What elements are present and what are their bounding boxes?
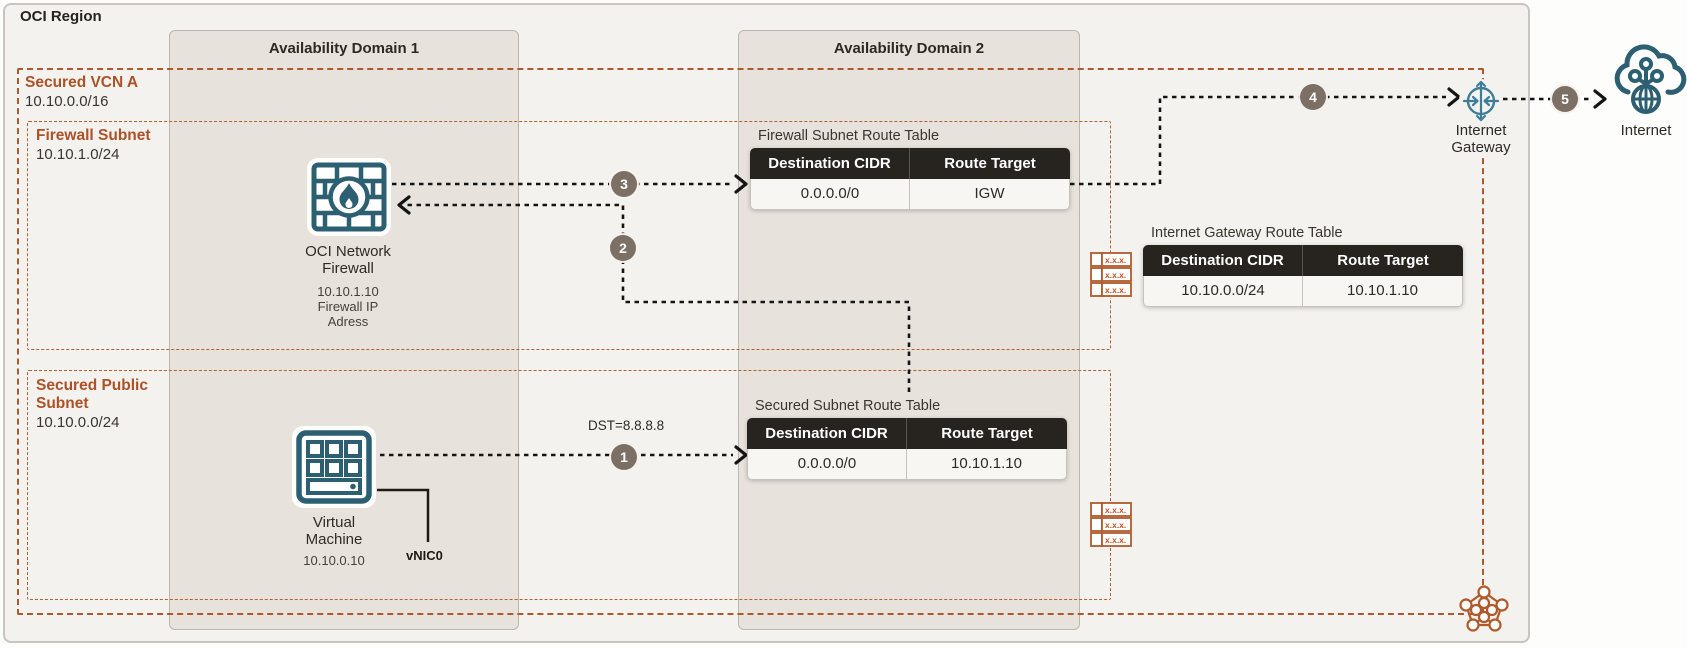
route-table-icon: x.x.x. x.x.x. x.x.x.	[1090, 502, 1132, 548]
route-rule-text: x.x.x.	[1105, 535, 1126, 545]
arrowhead-5	[1593, 89, 1607, 109]
firewall-ip-value: 10.10.1.10	[317, 284, 379, 299]
firewall-subnet-route-table: Firewall Subnet Route Table Destination …	[750, 128, 1070, 210]
route-rule-text: x.x.x.	[1105, 285, 1126, 295]
secured-vcn-label: Secured VCN A 10.10.0.0/16	[25, 74, 165, 111]
secured-vcn-cidr: 10.10.0.0/16	[25, 93, 109, 110]
route-rule-text: x.x.x.	[1105, 505, 1126, 515]
vnic0-label: vNIC0	[406, 548, 443, 563]
internet-label: Internet	[1620, 122, 1672, 139]
flow-line-2	[403, 203, 911, 392]
route-rule-text: x.x.x.	[1105, 520, 1126, 530]
column-header-route-target: Route Target	[941, 425, 1033, 442]
virtual-machine-label: Virtual Machine	[305, 514, 363, 548]
cell-route-target: 10.10.1.10	[1347, 282, 1418, 299]
cell-route-target: 10.10.1.10	[951, 455, 1022, 472]
cell-destination-cidr: 10.10.0.0/24	[1144, 276, 1303, 306]
column-header-destination-cidr: Destination CIDR	[1143, 245, 1303, 276]
internet-gateway-route-table-grid: Destination CIDR Route Target 10.10.0.0/…	[1143, 245, 1463, 307]
secured-subnet-route-table-grid: Destination CIDR Route Target 0.0.0.0/0 …	[747, 418, 1067, 480]
internet-gateway-label: Internet Gateway	[1436, 122, 1526, 156]
network-firewall-icon	[310, 161, 388, 233]
column-header-route-target: Route Target	[1337, 252, 1429, 269]
internet-gateway-route-table-title: Internet Gateway Route Table	[1151, 225, 1343, 241]
arrowhead-2	[397, 195, 411, 215]
arrowhead-1	[734, 445, 748, 465]
column-header-destination-cidr: Destination CIDR	[747, 418, 907, 449]
virtual-machine-ip: 10.10.0.10	[303, 553, 365, 568]
internet-cloud-icon	[1604, 36, 1687, 120]
secured-subnet-route-table: Secured Subnet Route Table Destination C…	[747, 398, 1067, 480]
secured-public-subnet-cidr: 10.10.0.0/24	[36, 414, 120, 431]
flow-step-badge-1: 1	[611, 444, 637, 470]
firewall-subnet-route-table-title: Firewall Subnet Route Table	[758, 128, 940, 144]
firewall-subnet-boundary	[27, 121, 1111, 350]
internet-gateway-icon	[1459, 79, 1503, 123]
secured-vcn-name: Secured VCN A	[25, 74, 139, 91]
flow-line-4	[1070, 95, 1446, 186]
availability-domain-1-label: Availability Domain 1	[268, 40, 420, 57]
route-table-icon: x.x.x. x.x.x. x.x.x.	[1090, 252, 1132, 298]
network-firewall-ip: 10.10.1.10 Firewall IP Adress	[293, 284, 403, 329]
secured-public-subnet-name: Secured Public Subnet	[36, 377, 148, 412]
table-row: 0.0.0.0/0 IGW	[750, 179, 1070, 210]
flow-step-badge-4: 4	[1300, 84, 1326, 110]
availability-domain-2-label: Availability Domain 2	[833, 40, 985, 57]
secured-public-subnet-label: Secured Public Subnet 10.10.0.0/24	[36, 377, 166, 432]
secured-vcn-boundary	[17, 68, 1484, 615]
arrowhead-3	[734, 174, 748, 194]
column-header-route-target: Route Target	[944, 155, 1036, 172]
firewall-subnet-route-table-grid: Destination CIDR Route Target 0.0.0.0/0 …	[750, 148, 1070, 210]
column-header-destination-cidr: Destination CIDR	[750, 148, 910, 179]
availability-domain-2-box: Availability Domain 2	[738, 30, 1080, 630]
route-rule-text: x.x.x.	[1105, 270, 1126, 280]
table-row: 0.0.0.0/0 10.10.1.10	[747, 449, 1067, 480]
oci-region-label: OCI Region	[20, 8, 102, 25]
cell-destination-cidr: 0.0.0.0/0	[748, 449, 907, 479]
cell-destination-cidr: 0.0.0.0/0	[751, 179, 910, 209]
flow-step-badge-2: 2	[610, 235, 636, 261]
firewall-ip-caption-2: Adress	[327, 314, 369, 329]
firewall-subnet-name: Firewall Subnet	[36, 127, 151, 144]
secured-subnet-route-table-title: Secured Subnet Route Table	[755, 398, 941, 414]
internet-gateway-route-table: Internet Gateway Route Table Destination…	[1143, 225, 1463, 307]
flow-step-badge-5: 5	[1552, 86, 1578, 112]
flow-step-badge-3: 3	[611, 171, 637, 197]
table-row: 10.10.0.0/24 10.10.1.10	[1143, 276, 1463, 307]
vcn-icon	[1459, 583, 1509, 633]
arrowhead-4	[1447, 87, 1461, 107]
route-rule-text: x.x.x.	[1105, 255, 1126, 265]
virtual-machine-icon	[295, 429, 373, 505]
firewall-subnet-cidr: 10.10.1.0/24	[36, 146, 120, 163]
network-firewall-label: OCI Network Firewall	[305, 243, 391, 277]
firewall-ip-caption-1: Firewall IP	[317, 299, 379, 314]
secured-public-subnet-boundary	[27, 370, 1111, 600]
firewall-subnet-label: Firewall Subnet 10.10.1.0/24	[36, 127, 176, 164]
availability-domain-1-box: Availability Domain 1	[169, 30, 519, 630]
cell-route-target: IGW	[974, 185, 1005, 202]
dst-ip-label: DST=8.8.8.8	[585, 418, 668, 433]
vnic0-connector-line	[377, 488, 430, 542]
